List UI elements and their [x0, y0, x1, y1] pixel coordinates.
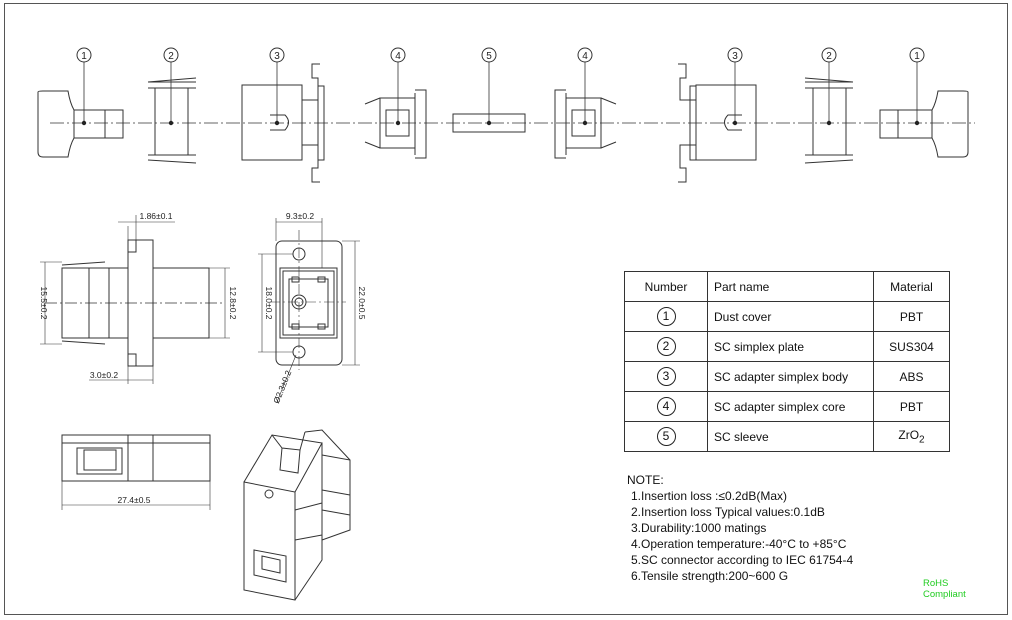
- number-badge: 5: [656, 427, 676, 446]
- part-name: SC adapter simplex core: [707, 391, 874, 422]
- dim-total-length: 27.4±0.5: [117, 495, 150, 505]
- bottom-view: [61, 434, 211, 510]
- dim-hole-diameter: Ø2.3±0.2: [271, 369, 293, 405]
- table-row: 5 SC sleeve ZrO2: [624, 421, 950, 452]
- material-subscript: 2: [919, 434, 925, 446]
- part-material: SUS304: [873, 331, 950, 362]
- core-left: [364, 89, 427, 159]
- dim-body-height: 15.5±0.2: [39, 286, 49, 319]
- exploded-view: [37, 47, 975, 183]
- dim-flange-height: 22.0±0.5: [357, 286, 367, 319]
- header-part-name: Part name: [707, 271, 874, 302]
- note-item: 1.Insertion loss :≤0.2dB(Max): [631, 489, 787, 503]
- header-number: Number: [624, 271, 708, 302]
- rohs-label: RoHS Compliant: [923, 578, 966, 600]
- callout-4-right: 4: [582, 51, 588, 62]
- part-name: SC sleeve: [707, 421, 874, 452]
- callout-1-left: 1: [81, 51, 87, 62]
- dim-plate-thickness: 1.86±0.1: [139, 211, 172, 221]
- note-item: 6.Tensile strength:200~600 G: [631, 569, 789, 583]
- part-material: PBT: [873, 391, 950, 422]
- part-material: ABS: [873, 361, 950, 392]
- dim-flange-depth: 3.0±0.2: [90, 370, 119, 380]
- callout-1-right: 1: [914, 51, 920, 62]
- isometric-view: [243, 429, 351, 601]
- note-item: 4.Operation temperature:-40°C to +85°C: [631, 537, 847, 551]
- number-badge: 1: [656, 307, 676, 326]
- number-badge: 2: [656, 337, 676, 356]
- rohs-line1: RoHS: [923, 578, 949, 589]
- side-view: [40, 215, 230, 384]
- callout-4-left: 4: [395, 51, 401, 62]
- body-right: [678, 63, 757, 183]
- number-badge: 3: [656, 367, 676, 386]
- table-row: 4 SC adapter simplex core PBT: [624, 391, 950, 422]
- part-name: Dust cover: [707, 301, 874, 332]
- callout-2-left: 2: [168, 51, 174, 62]
- dim-flange-width: 9.3±0.2: [286, 211, 315, 221]
- parts-table: Number Part name Material 1 Dust cover P…: [624, 271, 950, 452]
- notes-title: NOTE:: [627, 473, 664, 487]
- note-item: 2.Insertion loss Typical values:0.1dB: [631, 505, 825, 519]
- front-view: [258, 218, 360, 403]
- note-item: 3.Durability:1000 matings: [631, 521, 767, 535]
- callout-2-right: 2: [826, 51, 832, 62]
- callout-5: 5: [486, 51, 492, 62]
- part-material: PBT: [873, 301, 950, 332]
- header-material: Material: [873, 271, 950, 302]
- dim-hole-spacing: 18.0±0.2: [264, 286, 274, 319]
- table-row: 1 Dust cover PBT: [624, 301, 950, 332]
- part-name: SC simplex plate: [707, 331, 874, 362]
- dust-cover-left: [37, 90, 124, 158]
- callout-3-right: 3: [732, 51, 738, 62]
- table-row: 3 SC adapter simplex body ABS: [624, 361, 950, 392]
- notes-block: NOTE: 1.Insertion loss :≤0.2dB(Max) 2.In…: [627, 472, 853, 584]
- part-name: SC adapter simplex body: [707, 361, 874, 392]
- dim-inner-height: 12.8±0.2: [228, 286, 238, 319]
- dust-cover-right: [879, 90, 969, 158]
- callout-3-left: 3: [274, 51, 280, 62]
- table-row: 2 SC simplex plate SUS304: [624, 331, 950, 362]
- note-item: 5.SC connector according to IEC 61754-4: [631, 553, 854, 567]
- table-header-row: Number Part name Material: [624, 271, 950, 302]
- plate-left: [147, 77, 197, 164]
- number-badge: 4: [656, 397, 676, 416]
- material-formula: ZrO: [898, 427, 920, 442]
- rohs-line2: Compliant: [923, 589, 966, 600]
- callout-leaders: [83, 62, 918, 123]
- drawing-frame: [4, 3, 1008, 615]
- part-material: ZrO2: [873, 421, 950, 452]
